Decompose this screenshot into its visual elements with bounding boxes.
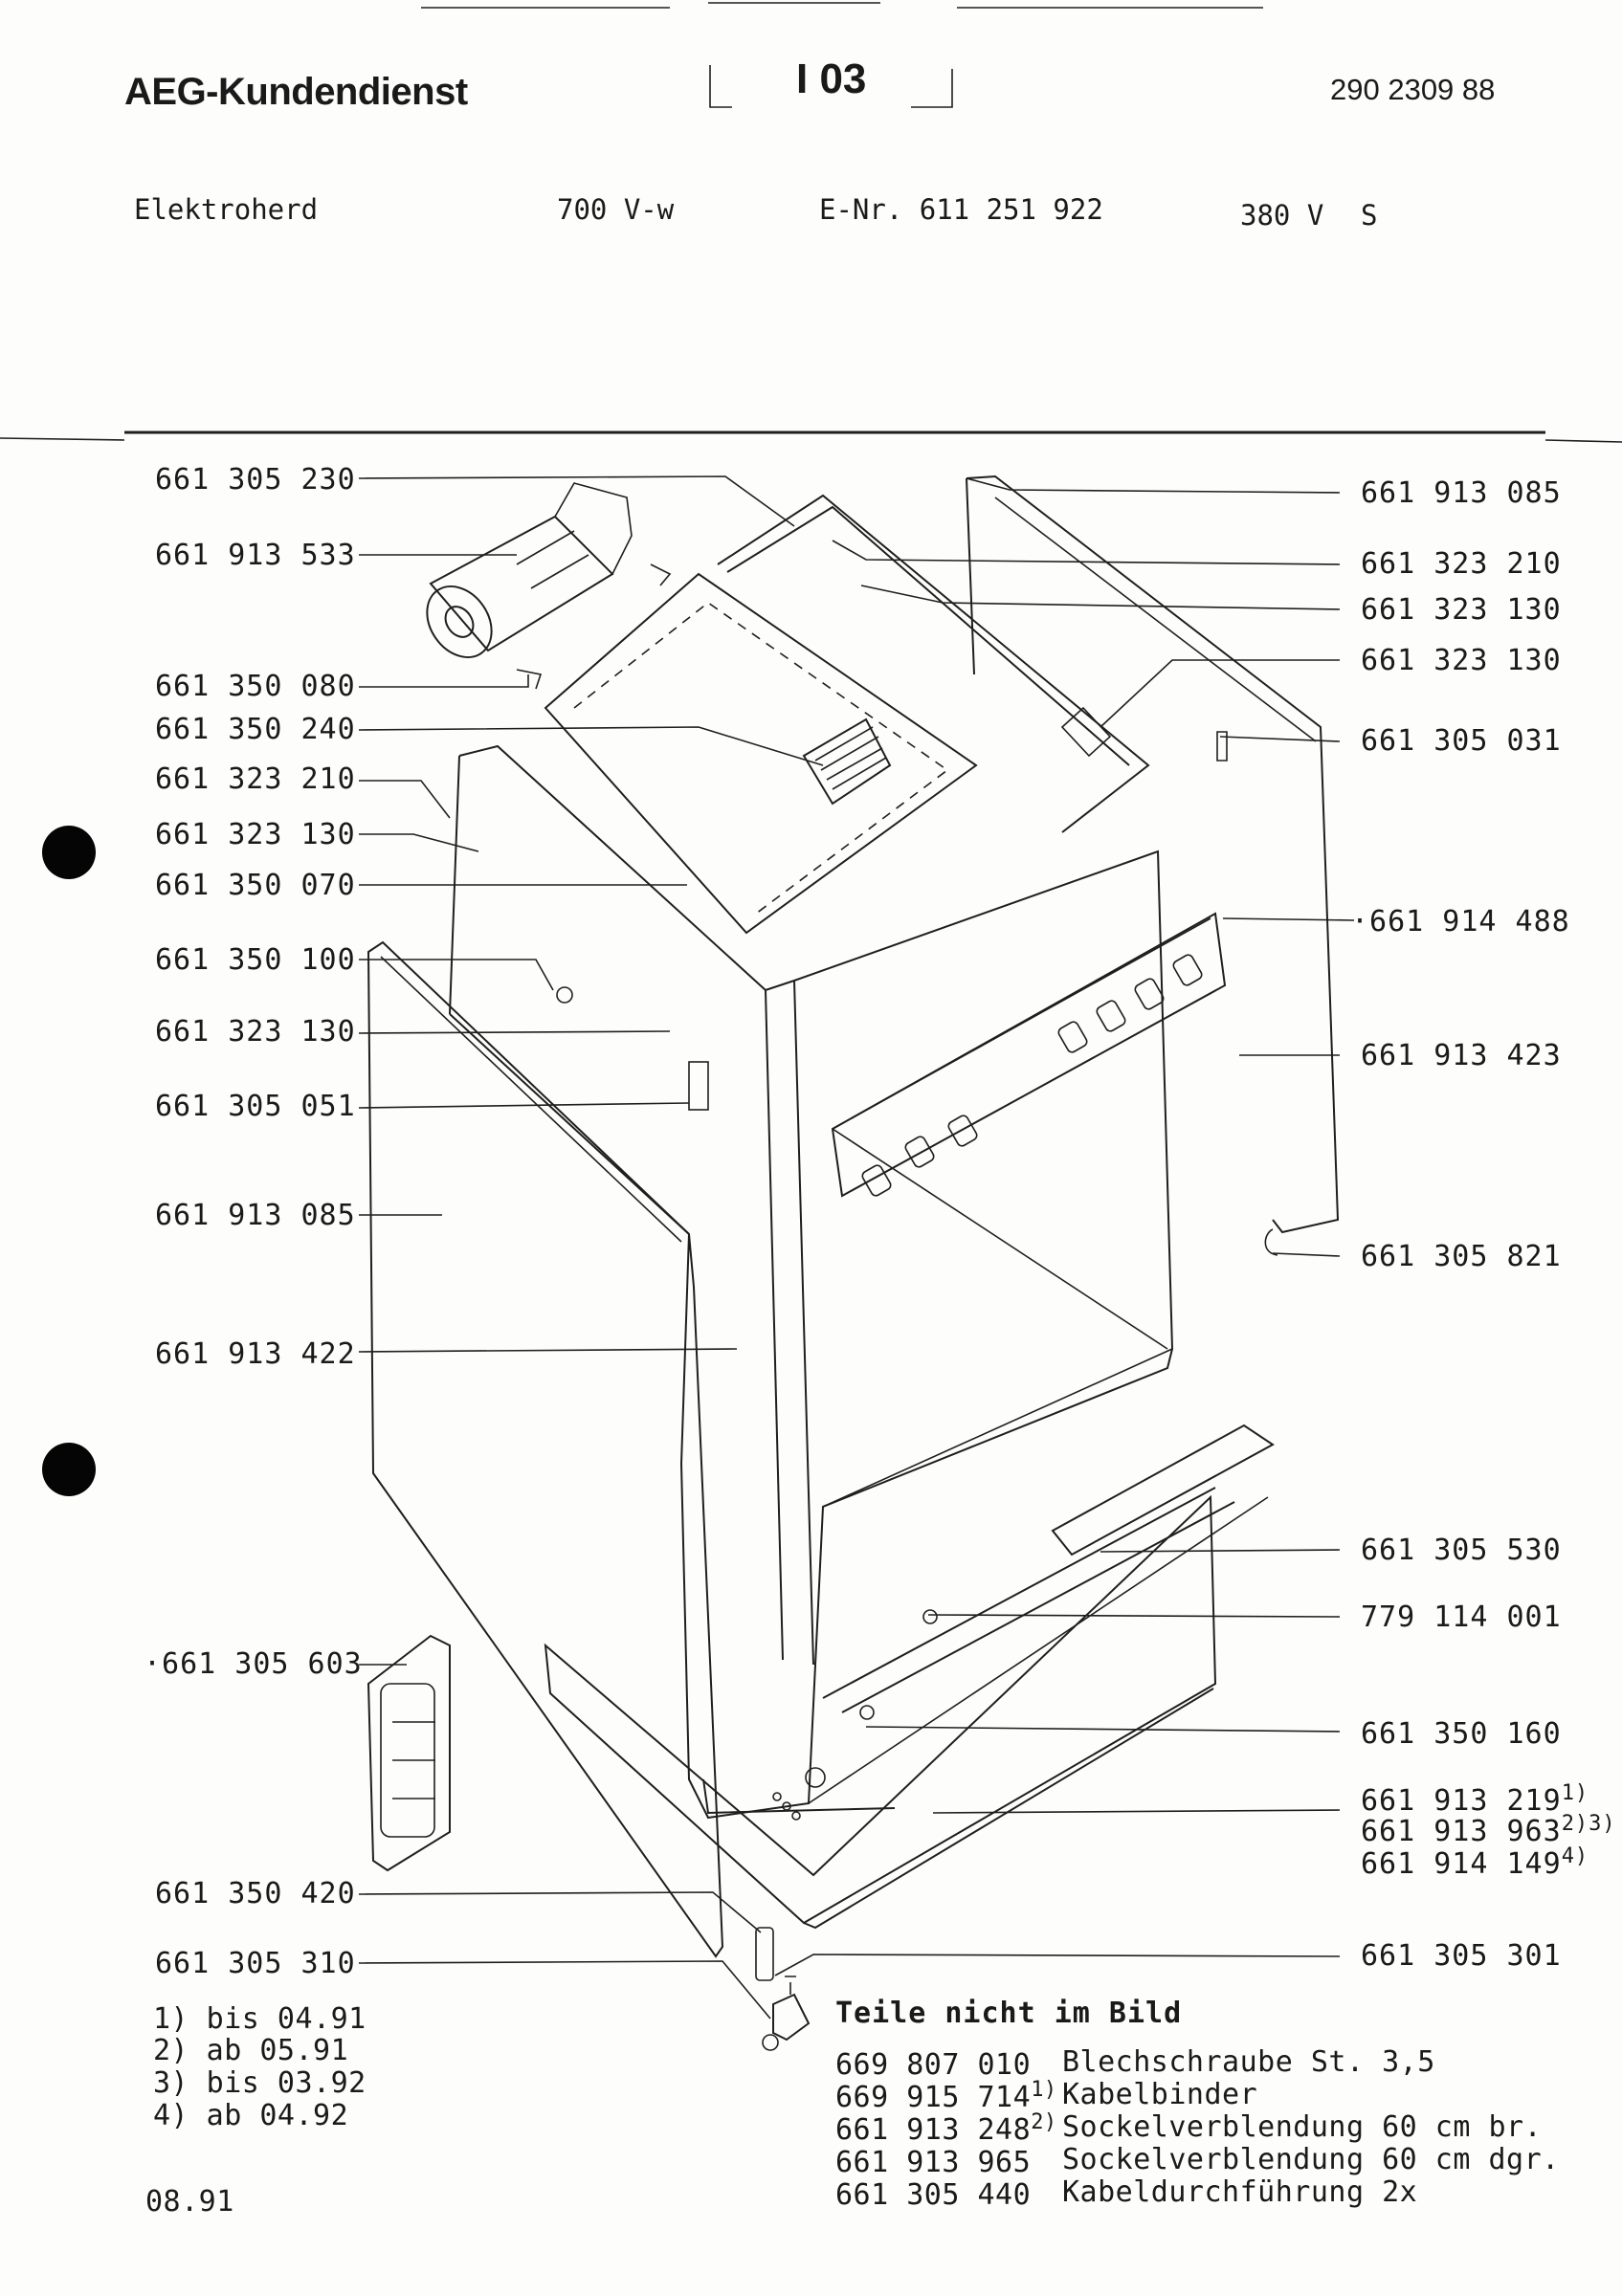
part-number: 669 807 010 (835, 2048, 1032, 2082)
variant-part-number: 661 913 219 (1361, 1784, 1562, 1818)
part-label-left-1: 661 305 230 (155, 463, 356, 497)
variant-part-mark: 4) (1561, 1844, 1589, 1868)
punch-hole-lower (42, 1443, 96, 1496)
part-label-right-9: 661 305 530 (1361, 1534, 1562, 1567)
variant-part-1: 661 913 2191) (1361, 1781, 1589, 1818)
not-pictured-desc-2: Kabelbinder (1062, 2078, 1258, 2111)
footnote-1: 1) bis 04.91 (153, 2002, 367, 2036)
footnote-4: 4) ab 04.92 (153, 2099, 349, 2132)
fan-grille (802, 718, 892, 806)
part-label-left-2: 661 913 533 (155, 539, 356, 572)
cooker-frame (367, 475, 1340, 1958)
part-label-left-4: 661 350 240 (155, 713, 356, 746)
part-label-left-14: 661 350 420 (155, 1877, 356, 1910)
variant-part-mark: 1) (1561, 1781, 1589, 1805)
part-mark: 2) (1031, 2110, 1057, 2134)
leader-lines-left (358, 475, 824, 2020)
footnote-3: 3) bis 03.92 (153, 2066, 367, 2100)
part-label-right-7: 661 913 423 (1361, 1039, 1562, 1072)
sheet-number: I 03 (796, 55, 867, 102)
part-label-right-12: 661 305 301 (1361, 1939, 1562, 1973)
part-label-right-8: 661 305 821 (1361, 1240, 1562, 1273)
part-label-left-11: 661 913 085 (155, 1199, 356, 1232)
not-pictured-row-1: 669 807 010 (835, 2045, 1031, 2082)
part-label-right-5: 661 305 031 (1361, 724, 1562, 758)
part-label-left-8: 661 350 100 (155, 943, 356, 977)
not-pictured-row-4: 661 913 965 (835, 2143, 1031, 2179)
part-label-right-3: 661 323 130 (1361, 593, 1562, 627)
part-label-left-15: 661 305 310 (155, 1947, 356, 1980)
part-label-right-6: ·661 914 488 (1351, 905, 1570, 938)
not-pictured-row-5: 661 305 440 (835, 2175, 1031, 2212)
part-number: 661 913 248 (835, 2113, 1032, 2147)
part-label-right-10: 779 114 001 (1361, 1601, 1562, 1634)
control-panel-strip (831, 912, 1227, 1198)
variant-part-3: 661 914 1494) (1361, 1844, 1589, 1881)
voltage: 380 V (1240, 199, 1324, 232)
date-stamp: 08.91 (145, 2185, 234, 2219)
part-label-left-13: ·661 305 603 (144, 1647, 363, 1681)
footnote-2: 2) ab 05.91 (153, 2034, 349, 2067)
part-label-right-1: 661 913 085 (1361, 476, 1562, 510)
part-number: 661 305 440 (835, 2178, 1032, 2212)
model-name: 700 V-w (557, 193, 675, 226)
variant-part-number: 661 913 963 (1361, 1815, 1562, 1848)
not-pictured-desc-3: Sockelverblendung 60 cm br. (1062, 2110, 1543, 2144)
part-label-left-5: 661 323 210 (155, 762, 356, 796)
e-number: E-Nr. 611 251 922 (819, 193, 1103, 226)
variant-part-2: 661 913 9632)3) (1361, 1812, 1616, 1848)
part-label-left-12: 661 913 422 (155, 1337, 356, 1371)
variant-part-mark: 2)3) (1561, 1812, 1616, 1836)
not-pictured-desc-5: Kabeldurchführung 2x (1062, 2175, 1418, 2209)
leader-lines-right (774, 477, 1355, 1976)
part-number: 661 913 965 (835, 2146, 1032, 2179)
part-label-left-3: 661 350 080 (155, 670, 356, 703)
part-label-right-2: 661 323 210 (1361, 547, 1562, 581)
part-label-left-7: 661 350 070 (155, 869, 356, 902)
variant-part-number: 661 914 149 (1361, 1847, 1562, 1881)
oven-door-window-part (367, 1634, 451, 1872)
part-number: 669 915 714 (835, 2081, 1032, 2114)
variant-letter: S (1361, 199, 1378, 232)
document-number: 290 2309 88 (1330, 73, 1496, 106)
brand-title: AEG-Kundendienst (124, 71, 468, 113)
part-mark: 1) (1031, 2078, 1057, 2102)
small-parts (516, 563, 1278, 2051)
not-pictured-desc-1: Blechschraube St. 3,5 (1062, 2045, 1435, 2079)
not-pictured-row-2: 669 915 7141) (835, 2078, 1057, 2114)
punch-hole-upper (42, 826, 96, 879)
oven-fan-motor (426, 482, 633, 659)
part-label-left-6: 661 323 130 (155, 818, 356, 851)
top-edge-marks (421, 2, 1263, 108)
part-label-right-11: 661 350 160 (1361, 1717, 1562, 1751)
product-name: Elektroherd (134, 193, 319, 226)
not-pictured-desc-4: Sockelverblendung 60 cm dgr. (1062, 2143, 1560, 2176)
part-label-left-9: 661 323 130 (155, 1015, 356, 1049)
not-pictured-row-3: 661 913 2482) (835, 2110, 1057, 2147)
part-label-right-4: 661 323 130 (1361, 644, 1562, 677)
part-label-left-10: 661 305 051 (155, 1090, 356, 1123)
not-pictured-title: Teile nicht im Bild (835, 1997, 1183, 2030)
